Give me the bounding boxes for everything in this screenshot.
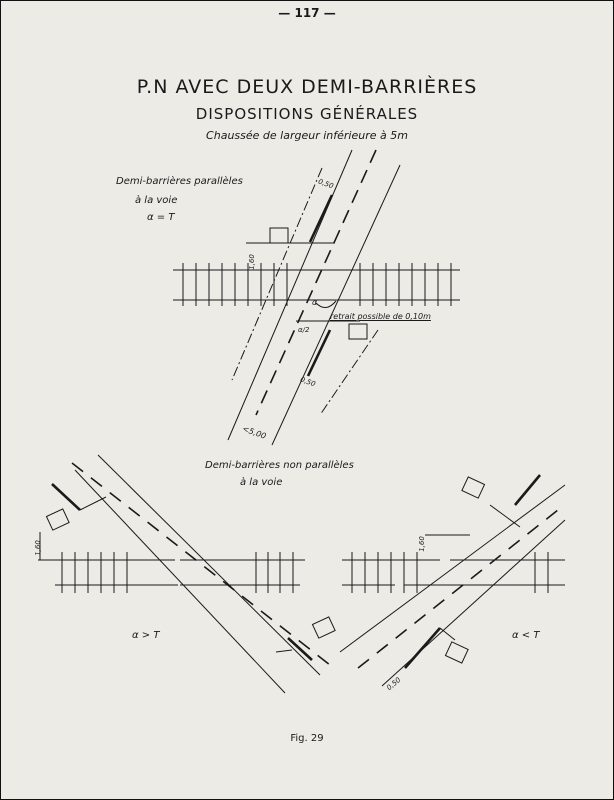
parallel-label-2: à la voie (135, 195, 178, 206)
road-width-note: Chaussée de largeur inférieure à 5m (206, 129, 408, 142)
parallel-label: Demi-barrières parallèles (116, 176, 243, 187)
non-parallel-label: Demi-barrières non parallèles (205, 460, 354, 471)
barrier-mechanism-icon (461, 476, 486, 499)
barrier-mechanism-icon (45, 508, 70, 531)
top-track (173, 263, 460, 306)
alpha-equals-t: α = T (147, 212, 175, 223)
alpha-greater-t: α > T (132, 630, 160, 641)
dim-160: 1,60 (247, 254, 256, 270)
top-barriers (306, 194, 334, 377)
alpha-less-t: α < T (512, 630, 540, 641)
bottom-right-track (342, 552, 565, 593)
barrier-mechanism-icon (444, 641, 469, 664)
barrier-mechanism-icon (348, 323, 368, 340)
angle-half: α/2 (298, 326, 310, 334)
bottom-left-barriers (39, 483, 336, 661)
bottom-left-road (71, 454, 331, 694)
non-parallel-label-2: à la voie (240, 477, 283, 488)
angle-alpha: α (312, 298, 318, 307)
dim-160-right: 1,60 (417, 536, 426, 552)
barrier-mechanism-icon (269, 227, 289, 244)
page-number: — 117 — (278, 6, 336, 20)
dim-160-left: 1,60 (33, 540, 42, 556)
top-barrier-arms (246, 227, 368, 340)
setback-note: retrait possible de 0,10m (330, 312, 431, 321)
barrier-mechanism-icon (311, 616, 336, 639)
figure-caption: Fig. 29 (290, 733, 324, 744)
bottom-right-barriers (404, 474, 541, 669)
bottom-left-track (38, 552, 305, 593)
page-subtitle: DISPOSITIONS GÉNÉRALES (195, 105, 419, 123)
page-title: P.N AVEC DEUX DEMI-BARRIÈRES (136, 76, 478, 98)
